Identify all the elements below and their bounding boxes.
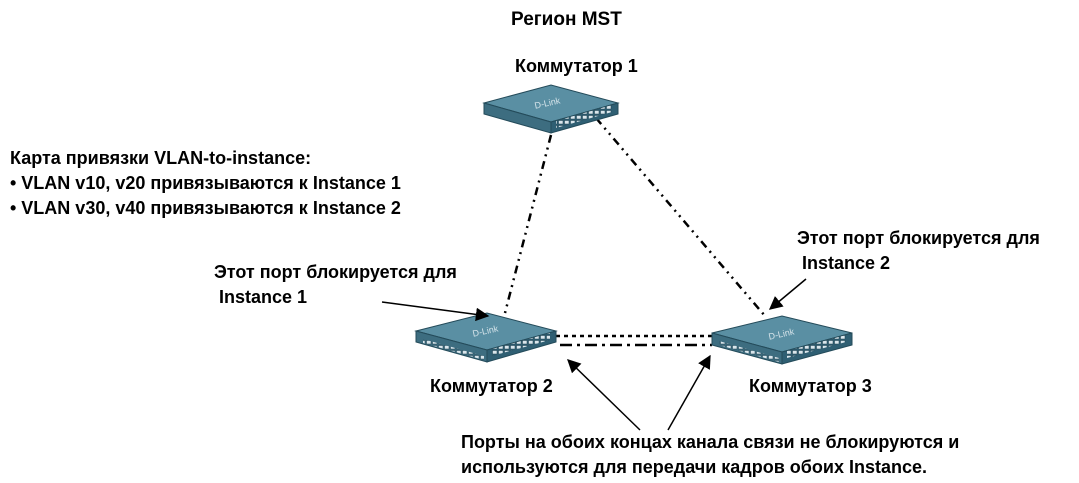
diagram-title: Регион MST [511,9,622,30]
arrow-blocked-instance2 [768,278,807,310]
switch-2-label: Коммутатор 2 [430,376,553,396]
blocked-instance2-line-2: Instance 2 [797,253,891,273]
link-sw1-sw3 [595,117,766,317]
switch-2-icon: D-Link [414,312,558,363]
not-blocked-line-1: Порты на обоих концах канала связи не бл… [461,432,960,452]
blocked-instance1-line-1: Этот порт блокируется для [214,262,457,282]
blocked-instance1-note: Этот порт блокируется для Instance 1 [214,260,457,310]
blocked-instance2-line-1: Этот порт блокируется для [797,228,1040,248]
vlan-mapping-line-1: • VLAN v10, v20 привязываются к Instance… [10,173,401,193]
not-blocked-note: Порты на обоих концах канала связи не бл… [461,430,959,480]
arrow-not-blocked-left [567,359,641,431]
not-blocked-line-2: используются для передачи кадров обоих I… [461,457,927,477]
vlan-mapping-line-2: • VLAN v30, v40 привязываются к Instance… [10,198,401,218]
arrow-not-blocked-right [667,354,711,431]
switch-1-label: Коммутатор 1 [515,56,638,76]
blocked-instance2-note: Этот порт блокируется для Instance 2 [797,226,1040,276]
vlan-mapping-block: Карта привязки VLAN-to-instance: • VLAN … [10,146,401,221]
link-sw1-sw2 [503,134,553,314]
arrow-blocked-instance1 [381,301,490,322]
switch-3-icon: D-Link [711,315,853,365]
blocked-instance1-line-2: Instance 1 [214,287,308,307]
vlan-mapping-heading: Карта привязки VLAN-to-instance: [10,148,312,168]
switch-1-icon: D-Link [482,84,620,134]
switch-3-label: Коммутатор 3 [749,376,872,396]
